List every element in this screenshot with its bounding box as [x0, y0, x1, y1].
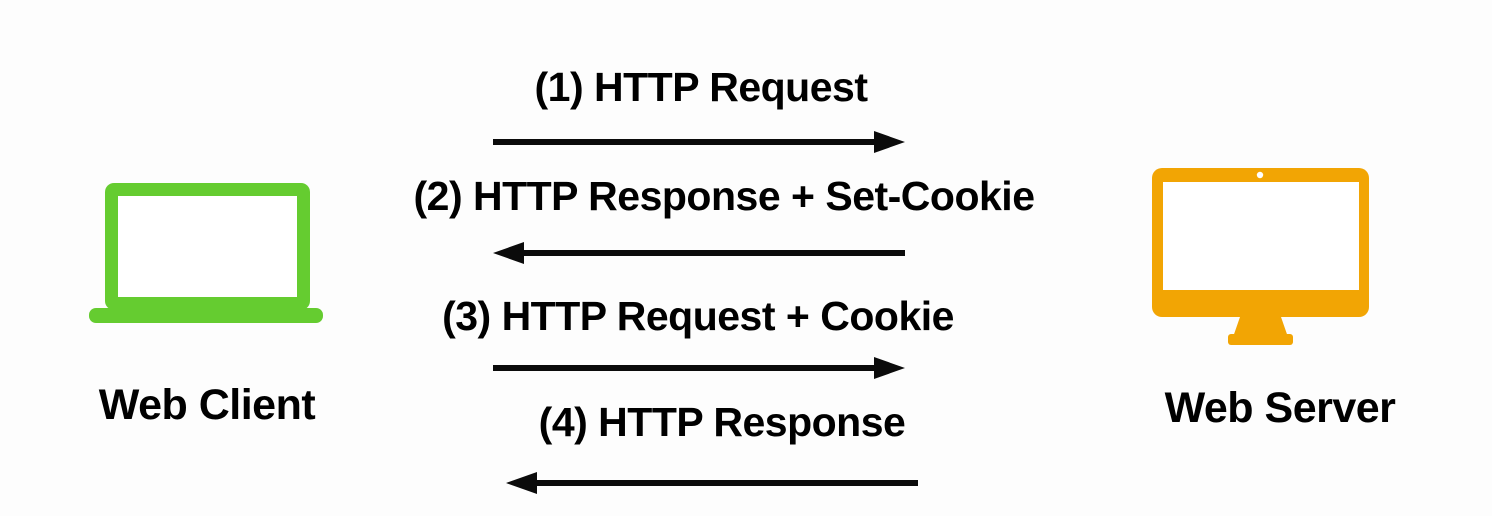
- message-label-3: (3) HTTP Request + Cookie: [442, 293, 954, 339]
- web-client-entity: [88, 181, 324, 324]
- message-label-2: (2) HTTP Response + Set-Cookie: [413, 173, 1035, 219]
- message-label-4: (4) HTTP Response: [538, 399, 906, 445]
- arrow-right-icon: [493, 130, 905, 154]
- arrow-left-icon: [493, 241, 905, 265]
- message-label-1: (1) HTTP Request: [534, 64, 868, 110]
- web-server-entity: [1152, 166, 1370, 346]
- arrow-left-icon: [506, 471, 918, 495]
- web-server-label: Web Server: [1164, 384, 1396, 432]
- web-client-label: Web Client: [98, 381, 316, 429]
- arrow-right-icon: [493, 356, 905, 380]
- monitor-icon: [1152, 168, 1369, 345]
- laptop-icon: [89, 183, 323, 323]
